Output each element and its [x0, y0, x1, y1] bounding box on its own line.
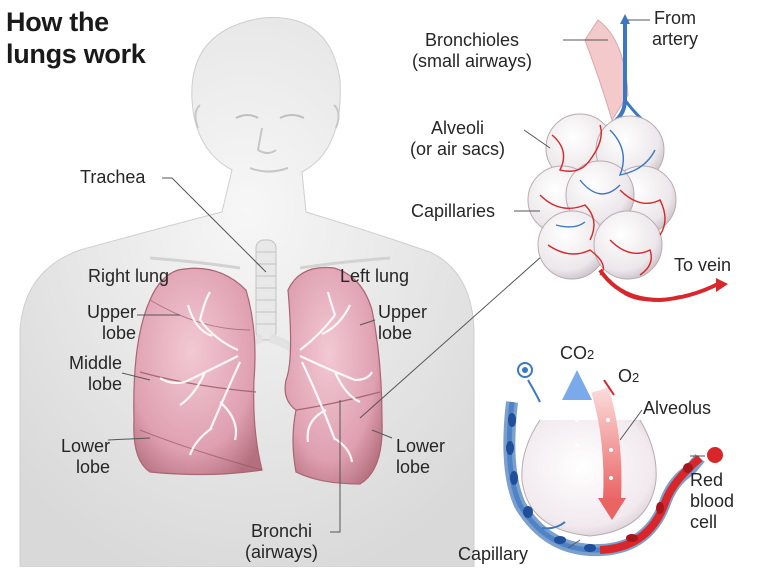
label-from-artery: From artery [652, 8, 698, 50]
upper-left-line2: lobe [378, 323, 427, 344]
bronchioles-text: Bronchioles [412, 30, 532, 51]
label-capillaries: Capillaries [411, 201, 495, 222]
lower-left-line1: Lower [396, 436, 445, 457]
label-lower-lobe-right: Lower lobe [48, 436, 110, 478]
lower-right-line2: lobe [48, 457, 110, 478]
upper-left-line1: Upper [378, 302, 427, 323]
label-upper-lobe-left: Upper lobe [378, 302, 427, 344]
label-co2: CO2 [560, 343, 594, 365]
lower-left-line2: lobe [396, 457, 445, 478]
rbc-line3: cell [690, 512, 734, 533]
from-text: From [652, 8, 698, 29]
label-lower-lobe-left: Lower lobe [396, 436, 445, 478]
rbc-line2: blood [690, 491, 734, 512]
bronchi-text: Bronchi [245, 521, 318, 542]
o2-subscript: 2 [632, 370, 639, 385]
alveoli-sub-text: (or air sacs) [410, 139, 505, 160]
co2-text: CO [560, 343, 587, 363]
bronchi-sub-text: (airways) [245, 542, 318, 563]
left-lung [285, 267, 382, 484]
label-bronchi: Bronchi (airways) [245, 521, 318, 563]
label-alveoli: Alveoli (or air sacs) [410, 118, 505, 160]
label-trachea: Trachea [80, 167, 145, 188]
label-o2: O2 [618, 366, 639, 388]
label-red-blood-cell: Red blood cell [690, 470, 734, 533]
rbc-line1: Red [690, 470, 734, 491]
label-to-vein: To vein [674, 255, 731, 276]
alveoli-text: Alveoli [410, 118, 505, 139]
middle-line2: lobe [52, 374, 122, 395]
upper-right-line1: Upper [72, 302, 136, 323]
middle-line1: Middle [52, 353, 122, 374]
label-alveolus: Alveolus [643, 398, 711, 419]
o2-text: O [618, 366, 632, 386]
label-middle-lobe: Middle lobe [52, 353, 122, 395]
title-line-2: lungs work [6, 38, 146, 70]
page-title: How the lungs work [6, 6, 146, 70]
label-bronchioles: Bronchioles (small airways) [412, 30, 532, 72]
label-right-lung: Right lung [88, 266, 169, 287]
lower-right-line1: Lower [48, 436, 110, 457]
label-upper-lobe-right: Upper lobe [72, 302, 136, 344]
title-line-1: How the [6, 6, 146, 38]
artery-text: artery [652, 29, 698, 50]
right-lung [134, 268, 262, 474]
upper-right-line2: lobe [72, 323, 136, 344]
co2-subscript: 2 [587, 347, 594, 362]
label-left-lung: Left lung [340, 266, 409, 287]
bronchioles-sub-text: (small airways) [412, 51, 532, 72]
label-capillary: Capillary [458, 544, 528, 565]
